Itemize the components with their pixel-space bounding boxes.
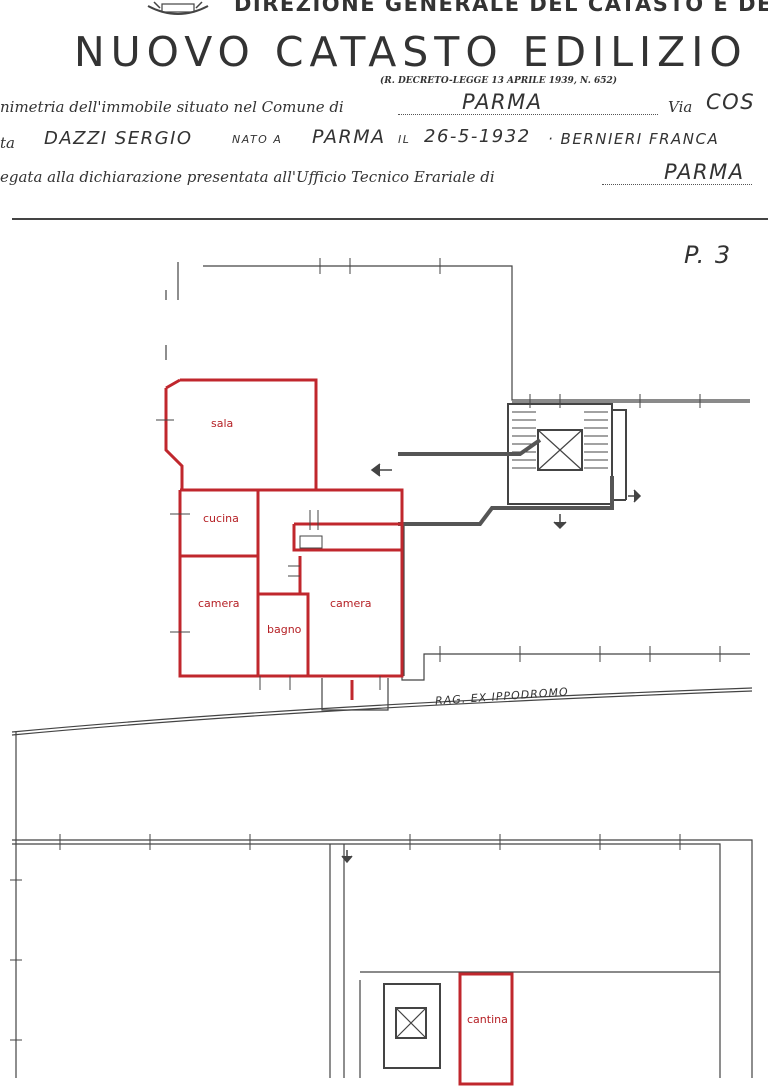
via-label: Via (668, 98, 693, 116)
birthdate-value: 26-5-1932 (424, 126, 531, 147)
owner-name: DAZZI SERGIO (44, 128, 193, 149)
stair-core-lower (383, 983, 441, 1069)
allegata-label: egata alla dichiarazione presentata all'… (0, 168, 495, 186)
direzione-heading: DIREZIONE GENERALE DEL CATASTO E DEI SER… (234, 0, 768, 16)
room-sala: sala (211, 417, 234, 430)
room-camera-left: camera (198, 597, 240, 610)
decree-reference: (R. DECRETO-LEGGE 13 APRILE 1939, N. 652… (380, 76, 618, 86)
stair-core-upper (507, 403, 627, 505)
planimetria-label: nimetria dell'immobile situato nel Comun… (0, 98, 344, 116)
apartment-details (156, 419, 381, 690)
co-owner-value: · BERNIERI FRANCA (548, 130, 720, 148)
republic-emblem-icon (147, 1, 209, 15)
header-separator (12, 218, 768, 220)
room-bagno: bagno (267, 623, 302, 636)
page-title: NUOVO CATASTO EDILIZIO (74, 28, 748, 76)
nato-label: NATO A (232, 133, 283, 146)
apartment-walls (164, 378, 404, 700)
comune-value: PARMA (462, 90, 543, 114)
room-cucina: cucina (203, 512, 239, 525)
header-top: DIREZIONE GENERALE DEL CATASTO E DEI SER… (0, 0, 768, 26)
il-label: IL (398, 133, 411, 146)
building-outline (11, 262, 753, 1078)
corridor (398, 438, 614, 526)
wall-ticks (10, 258, 721, 1041)
room-cantina: cantina (467, 1013, 508, 1026)
floor-plan (10, 258, 753, 1086)
room-camera-right: camera (330, 597, 372, 610)
page-number: P. 3 (684, 241, 732, 269)
ditta-prefix: ta (0, 134, 15, 152)
birthplace-value: PARMA (312, 126, 386, 148)
cantina-walls (458, 972, 514, 1086)
ufficio-value: PARMA (664, 160, 745, 184)
ufficio-dotline (602, 184, 752, 185)
via-value: COS (706, 90, 756, 114)
arrows (341, 463, 642, 864)
comune-dotline (398, 114, 658, 115)
